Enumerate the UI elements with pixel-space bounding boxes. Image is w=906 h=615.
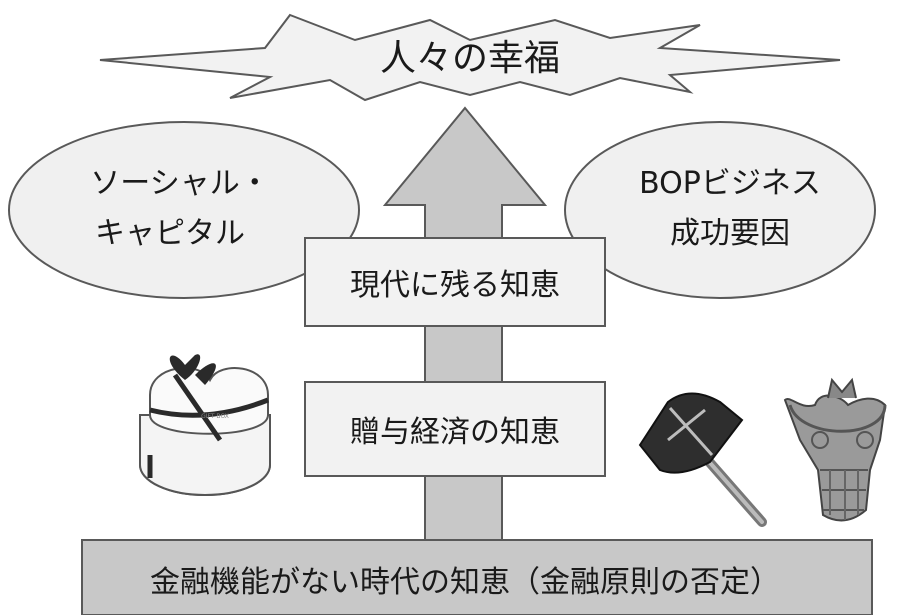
gift-economy-label: 贈与経済の知恵 bbox=[350, 415, 560, 450]
pre-finance-wisdom-box bbox=[81, 539, 873, 615]
bronze-vessel-illustration bbox=[783, 377, 887, 522]
gift-economy-box bbox=[304, 381, 606, 477]
pre-finance-wisdom-label: 金融機能がない時代の知恵（金融原則の否定） bbox=[150, 565, 780, 600]
gift-box-text: GIFT BOX bbox=[201, 413, 229, 420]
stone-hammer-illustration bbox=[638, 392, 767, 527]
bop-business-label-line1: BOPビジネス bbox=[639, 166, 821, 201]
bop-business-label-line2: 成功要因 bbox=[670, 216, 790, 251]
gift-box-illustration: GIFT BOX bbox=[139, 354, 271, 496]
social-capital-label-line1: ソーシャル・ bbox=[90, 166, 269, 201]
modern-wisdom-box bbox=[304, 237, 606, 327]
social-capital-label-line2: キャピタル bbox=[95, 216, 245, 251]
social-capital-ellipse bbox=[8, 121, 360, 299]
modern-wisdom-label: 現代に残る知恵 bbox=[350, 268, 560, 303]
happiness-title: 人々の幸福 bbox=[380, 38, 560, 79]
happiness-star-shape bbox=[99, 13, 841, 102]
bop-business-ellipse bbox=[564, 121, 876, 299]
